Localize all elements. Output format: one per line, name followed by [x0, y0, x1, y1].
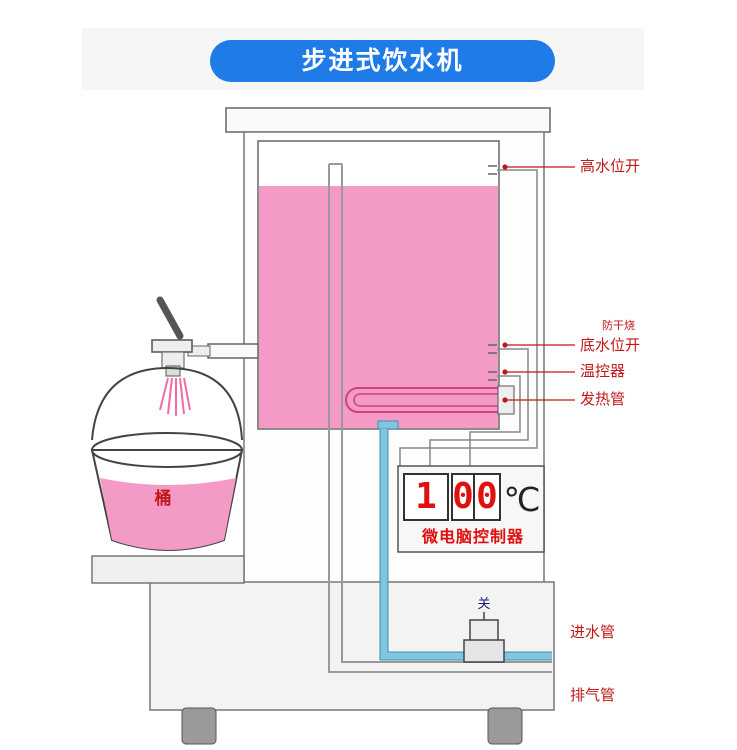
valve-base	[463, 639, 505, 663]
label-low-level: 底水位开	[580, 336, 641, 354]
inlet-nozzle	[377, 420, 399, 430]
leader-lines	[502, 164, 575, 403]
label-valve: 关	[477, 597, 491, 612]
bucket-water	[100, 478, 236, 550]
controller-label: 微电脑控制器	[421, 527, 524, 546]
title-pill	[210, 40, 555, 82]
label-thermostat: 温控器	[580, 362, 626, 380]
controller-digit-2: 0	[452, 476, 474, 517]
label-inlet-pipe: 进水管	[570, 623, 616, 641]
bucket-handle	[91, 366, 243, 441]
label-dry-protect: 防干烧	[602, 319, 635, 332]
wire-high	[399, 169, 538, 466]
faucet-handle	[156, 296, 184, 340]
digit-box-1	[403, 473, 449, 521]
high-level-sensor	[488, 165, 497, 175]
valve-body	[469, 619, 499, 643]
vent-tube-outer	[328, 164, 552, 673]
faucet-nozzle	[165, 365, 181, 377]
outlet-pipe	[207, 343, 259, 359]
controller-digit-3: 0	[476, 476, 498, 517]
water-stream	[159, 377, 191, 416]
digit-box-3	[473, 473, 501, 521]
foot-left	[181, 707, 217, 745]
tank-water	[259, 186, 498, 428]
wire-low	[429, 348, 529, 466]
bucket-shelf	[91, 555, 245, 584]
label-high-level: 高水位开	[580, 157, 641, 175]
wire-thermo	[469, 375, 521, 466]
label-heater: 发热管	[580, 390, 626, 408]
bucket-rim	[91, 432, 243, 468]
low-level-sensor	[488, 344, 497, 354]
thermostat-sensor	[488, 371, 497, 381]
controller-unit: ℃	[503, 480, 541, 519]
foot-right	[487, 707, 523, 745]
faucet-body	[151, 339, 193, 353]
controller-digit-1: 1	[415, 476, 437, 517]
label-bucket: 桶	[154, 489, 172, 509]
cabinet-lid	[225, 107, 551, 133]
diagram-title: 步进式饮水机	[301, 46, 464, 75]
label-vent-pipe: 排气管	[570, 686, 616, 704]
